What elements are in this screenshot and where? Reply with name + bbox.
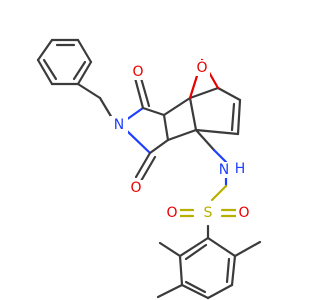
ether-oxygen-label: O xyxy=(196,60,207,76)
atom-label-top-carbonyl-oxygen: O xyxy=(130,64,146,80)
bond xyxy=(178,254,184,287)
bond xyxy=(230,254,237,287)
atom-label-imide-nitrogen: N xyxy=(110,116,128,134)
mesityl-ring xyxy=(178,236,237,300)
sulfur-label: S xyxy=(204,205,213,221)
bond-aromatic-inner xyxy=(184,243,208,261)
bond xyxy=(134,151,152,179)
bond xyxy=(124,128,152,155)
succinimide-ring xyxy=(124,76,170,183)
amine-nitrogen-label: N xyxy=(219,162,229,178)
methyl-bond-right xyxy=(233,240,262,258)
bond xyxy=(36,38,54,62)
bond xyxy=(194,128,216,152)
bond-aromatic-inner xyxy=(42,58,58,81)
bond-aromatic-inner xyxy=(72,60,87,81)
methyl-bond-bottom xyxy=(156,283,184,299)
bond xyxy=(194,128,240,136)
bond xyxy=(230,102,236,132)
bond-aromatic-inner xyxy=(184,280,207,294)
bond xyxy=(98,96,114,120)
bond xyxy=(124,106,145,122)
imide-nitrogen-label: N xyxy=(114,117,124,133)
atom-label-amine-hydrogen: H xyxy=(232,160,248,178)
atom-label-sulfur: S xyxy=(199,204,217,222)
bond xyxy=(188,86,220,100)
bond xyxy=(210,184,228,202)
amine-hydrogen-label: H xyxy=(235,161,246,177)
bond xyxy=(141,106,166,117)
bond xyxy=(166,128,198,142)
bond xyxy=(76,82,102,100)
bond xyxy=(180,283,210,300)
benzyl-phenyl-ring xyxy=(36,38,93,86)
atom-label-amine-nitrogen: N xyxy=(216,162,232,178)
carbonyl-oxygen-top-label: O xyxy=(132,64,143,80)
bond xyxy=(188,96,198,132)
bond xyxy=(162,96,192,117)
bond xyxy=(139,155,157,183)
atom-label-sulfonyl-oxygen-right: O xyxy=(236,204,252,222)
sulfonyl-oxygen-left-label: O xyxy=(166,205,177,221)
atom-label-sulfonyl-oxygen-left: O xyxy=(164,204,180,222)
bond xyxy=(139,76,151,108)
atom-label-bottom-carbonyl-oxygen: O xyxy=(128,180,144,196)
bond xyxy=(76,60,93,86)
bond xyxy=(236,98,242,136)
bond xyxy=(178,236,210,258)
bond xyxy=(212,148,228,164)
methyl-bond-left xyxy=(158,241,182,258)
bond xyxy=(206,283,234,300)
bond xyxy=(76,38,93,64)
sulfonyl-oxygen-right-label: O xyxy=(238,205,249,221)
bond xyxy=(36,58,54,86)
oxabicyclic-core xyxy=(162,58,242,142)
carbonyl-oxygen-bottom-label: O xyxy=(130,180,141,196)
bond xyxy=(162,113,170,142)
bond xyxy=(206,236,237,258)
molecule-structure-diagram: O O N O N H S O O xyxy=(36,38,262,300)
bond-aromatic-inner xyxy=(225,257,231,284)
bond xyxy=(133,76,145,110)
bond xyxy=(216,86,242,102)
bond xyxy=(148,138,170,155)
atom-label-ether-oxygen: O xyxy=(194,60,210,76)
